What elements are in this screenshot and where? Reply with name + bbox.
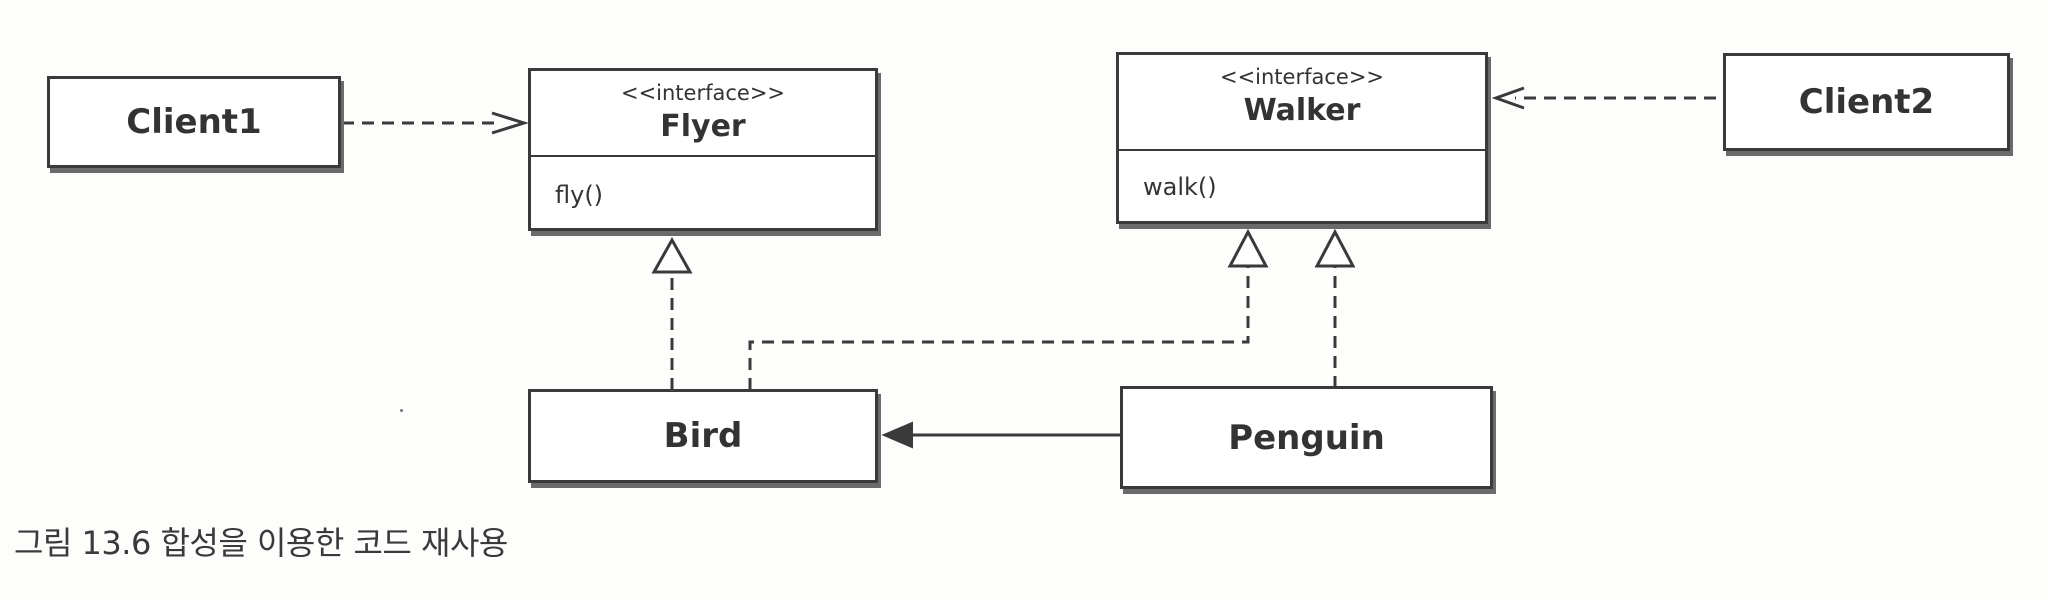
flyer-header: <<interface>> Flyer — [531, 71, 875, 157]
client1-label: Client1 — [126, 102, 262, 142]
realization-bird-walker — [748, 266, 1250, 390]
flyer-name: Flyer — [660, 109, 746, 144]
walker-name: Walker — [1243, 93, 1361, 128]
arrowhead-to-walker — [1491, 86, 1525, 110]
flyer-interface: <<interface>> Flyer fly() — [528, 68, 878, 231]
triangle-walker-bird — [1227, 228, 1269, 268]
triangle-flyer — [651, 236, 693, 274]
penguin-label: Penguin — [1228, 417, 1385, 458]
walker-interface: <<interface>> Walker walk() — [1116, 52, 1488, 224]
client2-box: Client2 — [1723, 53, 2010, 151]
flyer-method: fly() — [555, 181, 604, 209]
triangle-walker-penguin — [1314, 228, 1356, 268]
figure-caption: 그림 13.6 합성을 이용한 코드 재사용 — [14, 524, 508, 562]
walker-header: <<interface>> Walker — [1119, 55, 1485, 151]
arrowhead-to-bird — [881, 421, 913, 449]
client2-label: Client2 — [1798, 82, 1935, 122]
bird-box: Bird — [528, 389, 878, 483]
walker-method: walk() — [1143, 173, 1217, 201]
flyer-stereotype: <<interface>> — [620, 81, 786, 105]
arrowhead-to-flyer — [491, 111, 530, 135]
bird-label: Bird — [663, 416, 743, 456]
client1-box: Client1 — [47, 76, 341, 168]
stray-dot — [400, 409, 403, 412]
penguin-box: Penguin — [1120, 386, 1493, 489]
walker-stereotype: <<interface>> — [1219, 65, 1385, 89]
